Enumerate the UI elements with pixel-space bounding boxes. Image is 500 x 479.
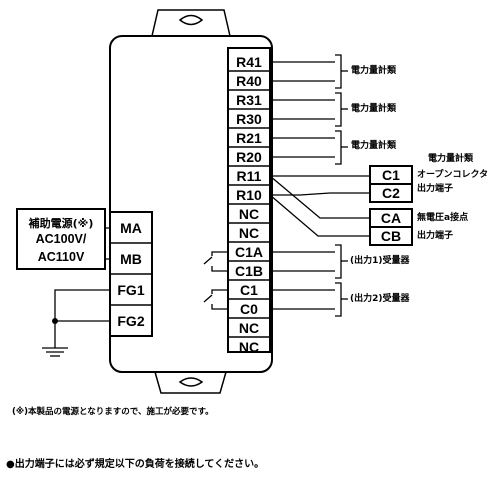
outer-label-ca: CA: [381, 210, 401, 226]
meter-brackets: [335, 54, 348, 165]
main-terminal-block: [227, 47, 271, 353]
terminal-nc-4: NC: [239, 339, 259, 355]
main-terminal-labels: R41 R40 R31 R30 R21 R20 R11 R10 NC NC C1…: [235, 54, 263, 355]
terminal-fg2: FG2: [117, 313, 144, 329]
top-mount-hole: [178, 14, 204, 26]
aux-power-title: 補助電源(※): [28, 217, 94, 230]
power-meter-label-4: 電力量計類: [428, 152, 474, 164]
terminal-nc-1: NC: [239, 206, 259, 222]
outer-label-c1: C1: [382, 167, 400, 183]
output1-receiver-label: (出力1)受量器: [350, 254, 410, 266]
power-meter-label-1: 電力量計類: [351, 64, 397, 76]
terminal-c1a: C1A: [235, 244, 263, 260]
open-collector-label: オープンコレクタ: [417, 168, 488, 180]
terminal-c1b: C1B: [235, 263, 263, 279]
terminal-mb: MB: [120, 251, 142, 267]
terminal-r10: R10: [236, 187, 262, 203]
terminal-fg1: FG1: [117, 282, 144, 298]
terminal-r21: R21: [236, 130, 262, 146]
terminal-c1: C1: [240, 282, 258, 298]
terminal-r30: R30: [236, 111, 262, 127]
output1-contact: [203, 244, 348, 279]
terminal-r40: R40: [236, 73, 262, 89]
terminal-r20: R20: [236, 149, 262, 165]
output2-contact: [203, 282, 348, 317]
aux-power-line1: AC100V/: [35, 232, 87, 246]
output2-receiver-label: (出力2)受量器: [350, 292, 410, 304]
terminal-nc-2: NC: [239, 225, 259, 241]
main-terminal-dividers: [228, 70, 270, 338]
outer-label-cb: CB: [381, 228, 401, 244]
terminal-r41: R41: [236, 54, 262, 70]
aux-power-box: 補助電源(※) AC100V/ AC110V: [16, 208, 106, 270]
output-terminal-label-2: 出力端子: [417, 229, 453, 241]
terminal-r11: R11: [237, 168, 262, 184]
terminal-nc-3: NC: [239, 320, 259, 336]
power-meter-label-3: 電力量計類: [351, 139, 397, 151]
output-wires: [269, 175, 370, 237]
top-mount-tab: [151, 9, 231, 37]
terminal-c0: C0: [240, 301, 258, 317]
meter-wires: [270, 61, 335, 158]
no-voltage-label: 無電圧a接点: [417, 211, 468, 223]
power-wiring: [42, 227, 110, 357]
bottom-mount-hole: [178, 377, 204, 387]
ground-junction: [52, 318, 58, 324]
bottom-mount-tab: [154, 371, 227, 394]
terminal-ma: MA: [120, 220, 142, 236]
aux-power-line2: AC110V: [37, 250, 85, 264]
output-terminal-label-1: 出力端子: [417, 182, 453, 194]
power-meter-label-2: 電力量計類: [351, 102, 397, 114]
outer-label-c2: C2: [382, 185, 400, 201]
terminal-r31: R31: [236, 92, 262, 108]
bullet-note: ●出力端子には必ず規定以下の負荷を接続してください。: [6, 459, 265, 470]
footnote: (※)本製品の電源となりますので、施工が必要です。: [12, 407, 214, 417]
